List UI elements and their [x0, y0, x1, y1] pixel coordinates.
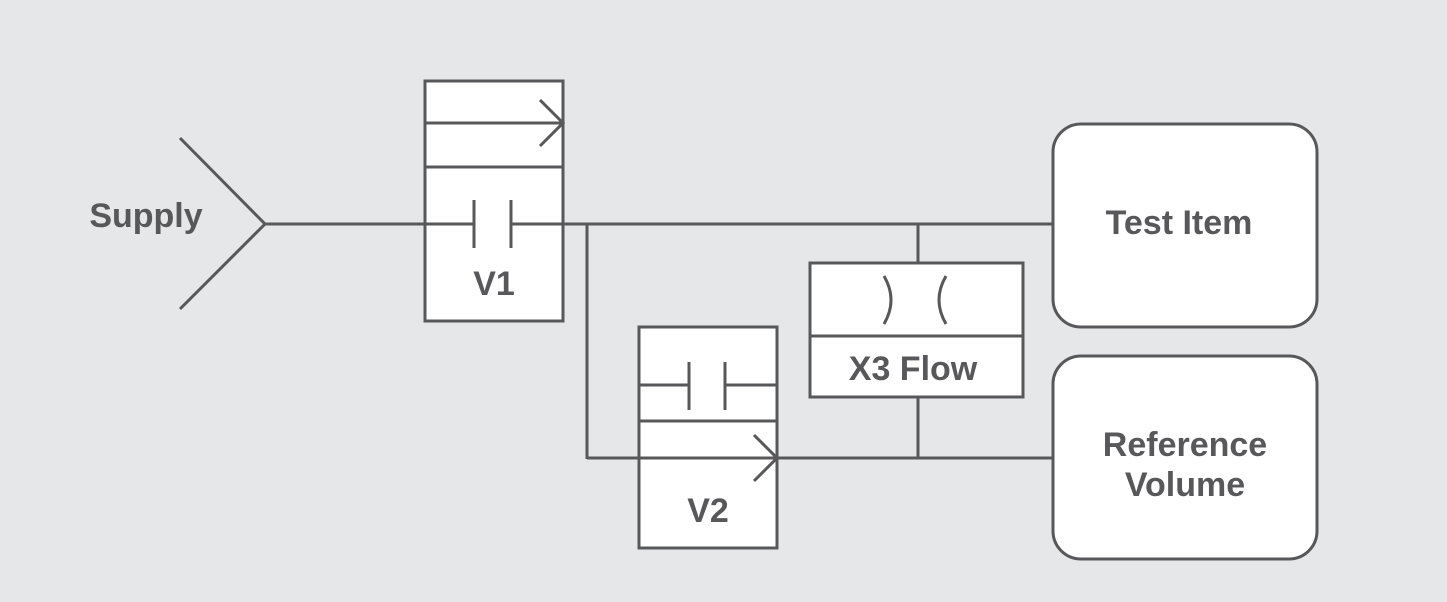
v1-arrow-icon [538, 98, 566, 148]
v1-label: V1 [473, 265, 515, 303]
v2-label: V2 [687, 492, 729, 530]
test-item-box[interactable]: Test Item [1051, 122, 1319, 329]
orifice-right-curve-icon [937, 275, 948, 325]
reference-volume-label-line2: Volume [1125, 466, 1245, 504]
x3-label: X3 Flow [849, 350, 978, 388]
orifice-left-curve-icon [882, 275, 893, 325]
reference-volume-box[interactable]: Reference Volume [1051, 354, 1319, 561]
valve-v1[interactable]: V1 [423, 79, 566, 323]
supply-label: Supply [89, 197, 202, 235]
x3-flow-element[interactable]: X3 Flow [808, 261, 1025, 399]
v2-arrow-icon [752, 433, 780, 483]
valve-v2[interactable]: V2 [637, 325, 780, 550]
reference-volume-label-line1: Reference [1103, 426, 1267, 464]
test-item-label: Test Item [1106, 204, 1253, 242]
